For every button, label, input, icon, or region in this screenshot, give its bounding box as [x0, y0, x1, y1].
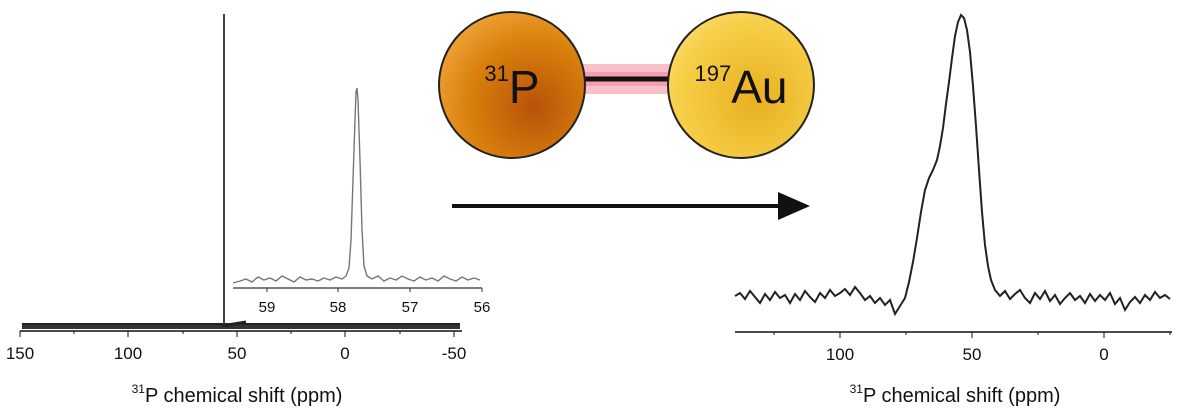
left-tick-minus-50: -50	[442, 344, 467, 363]
left-tick-150: 150	[6, 344, 34, 363]
arrow-head	[778, 192, 810, 220]
transition-arrow	[452, 192, 810, 220]
right-x-ticks	[773, 332, 1171, 338]
left-tick-50: 50	[228, 344, 247, 363]
right-spectrum-trace	[734, 13, 1171, 317]
left-spectrum-panel: 150 100 50 0 -50 31P chemical shift (ppm…	[6, 14, 466, 407]
inset-tick-57: 57	[402, 299, 419, 316]
right-tick-100: 100	[826, 345, 854, 364]
inset-spectrum-trace	[232, 87, 481, 284]
right-tick-50: 50	[963, 345, 982, 364]
left-tick-100: 100	[114, 344, 142, 363]
right-x-axis-title: 31P chemical shift (ppm)	[850, 382, 1061, 407]
gold-label: 197Au	[695, 61, 788, 113]
phosphorus-atom	[438, 11, 586, 159]
gold-atom	[667, 11, 815, 159]
phosphorus-label: 31P	[484, 61, 539, 113]
left-x-axis-title: 31P chemical shift (ppm)	[132, 382, 343, 407]
left-spectrum-baseline	[22, 323, 460, 329]
left-tick-0: 0	[340, 344, 349, 363]
inset-spectrum-panel: 59 58 57 56	[232, 87, 491, 316]
inset-tick-58: 58	[330, 299, 347, 316]
inset-tick-56: 56	[474, 299, 491, 316]
inset-tick-59: 59	[259, 299, 276, 316]
right-tick-0: 0	[1099, 345, 1108, 364]
right-spectrum-panel: 100 50 0 31P chemical shift (ppm)	[734, 13, 1172, 407]
inset-x-ticks	[266, 288, 483, 292]
p-au-bond-diagram: 31P 197Au	[438, 11, 815, 159]
left-x-ticks	[19, 331, 455, 337]
